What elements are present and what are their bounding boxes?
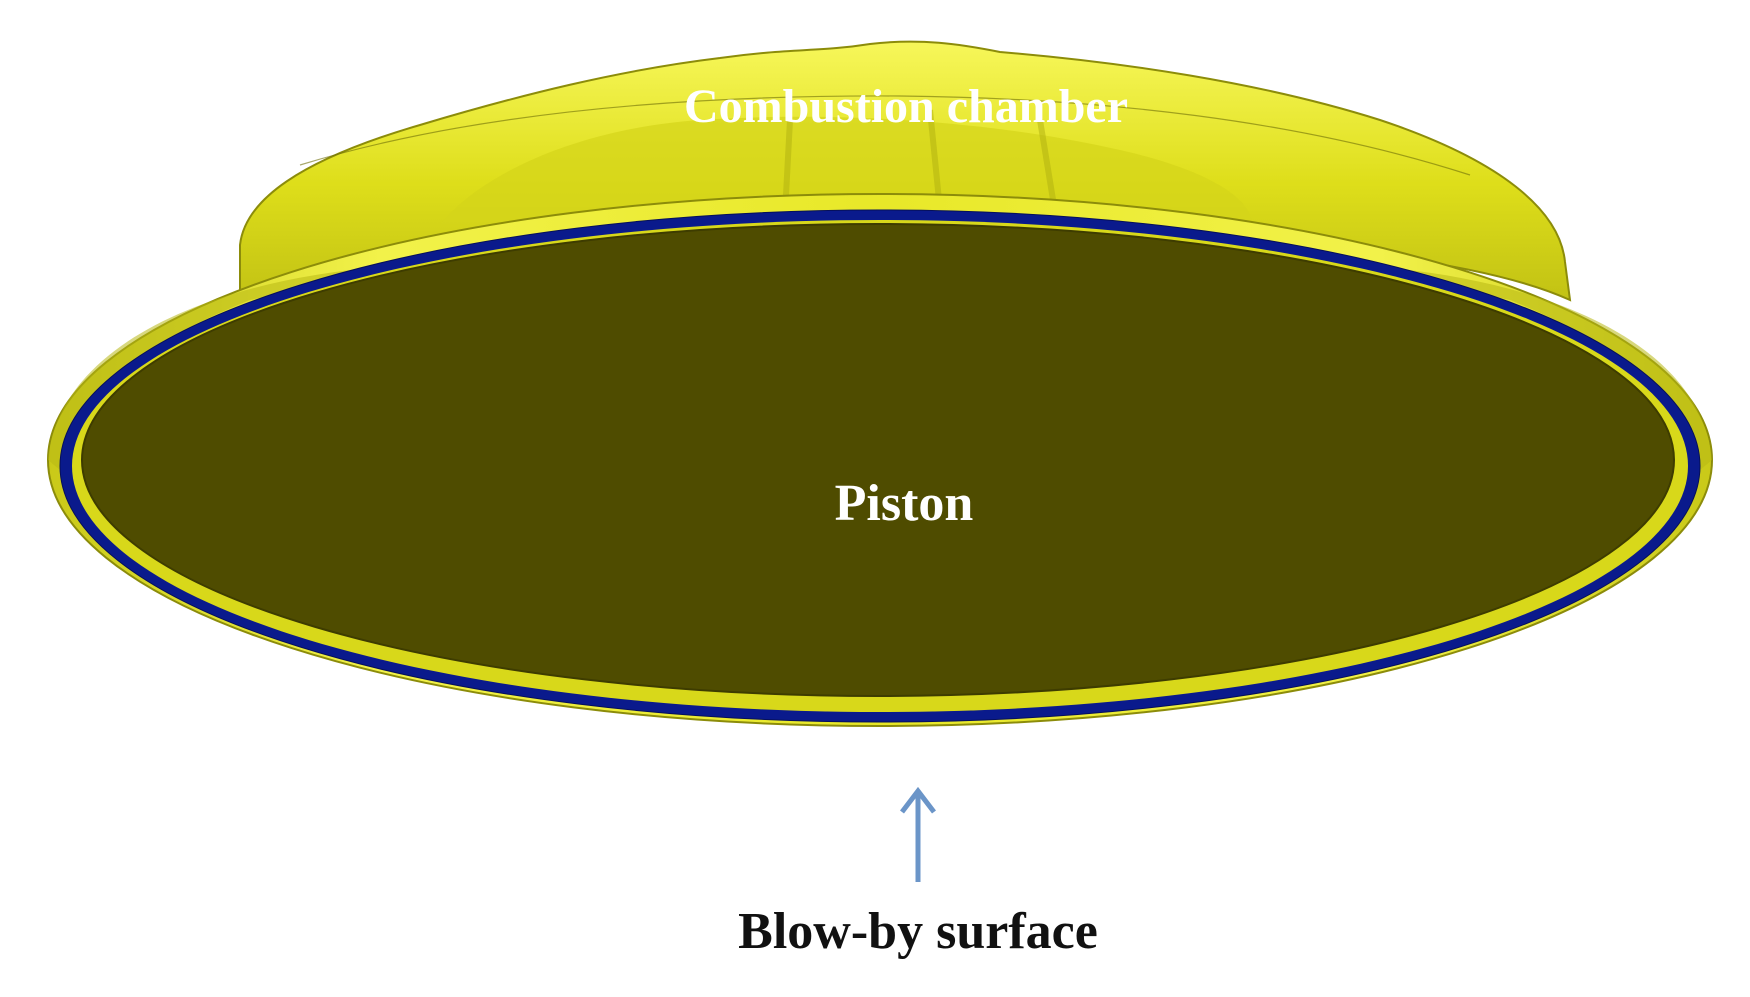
piston-label: Piston [835, 475, 974, 532]
combustion-chamber-label: Combustion chamber [684, 80, 1128, 133]
blowby-arrow [900, 786, 936, 882]
blowby-surface-label: Blow-by surface [738, 903, 1098, 960]
piston-face [81, 223, 1675, 697]
chamber-facet-line [299, 95, 1471, 176]
